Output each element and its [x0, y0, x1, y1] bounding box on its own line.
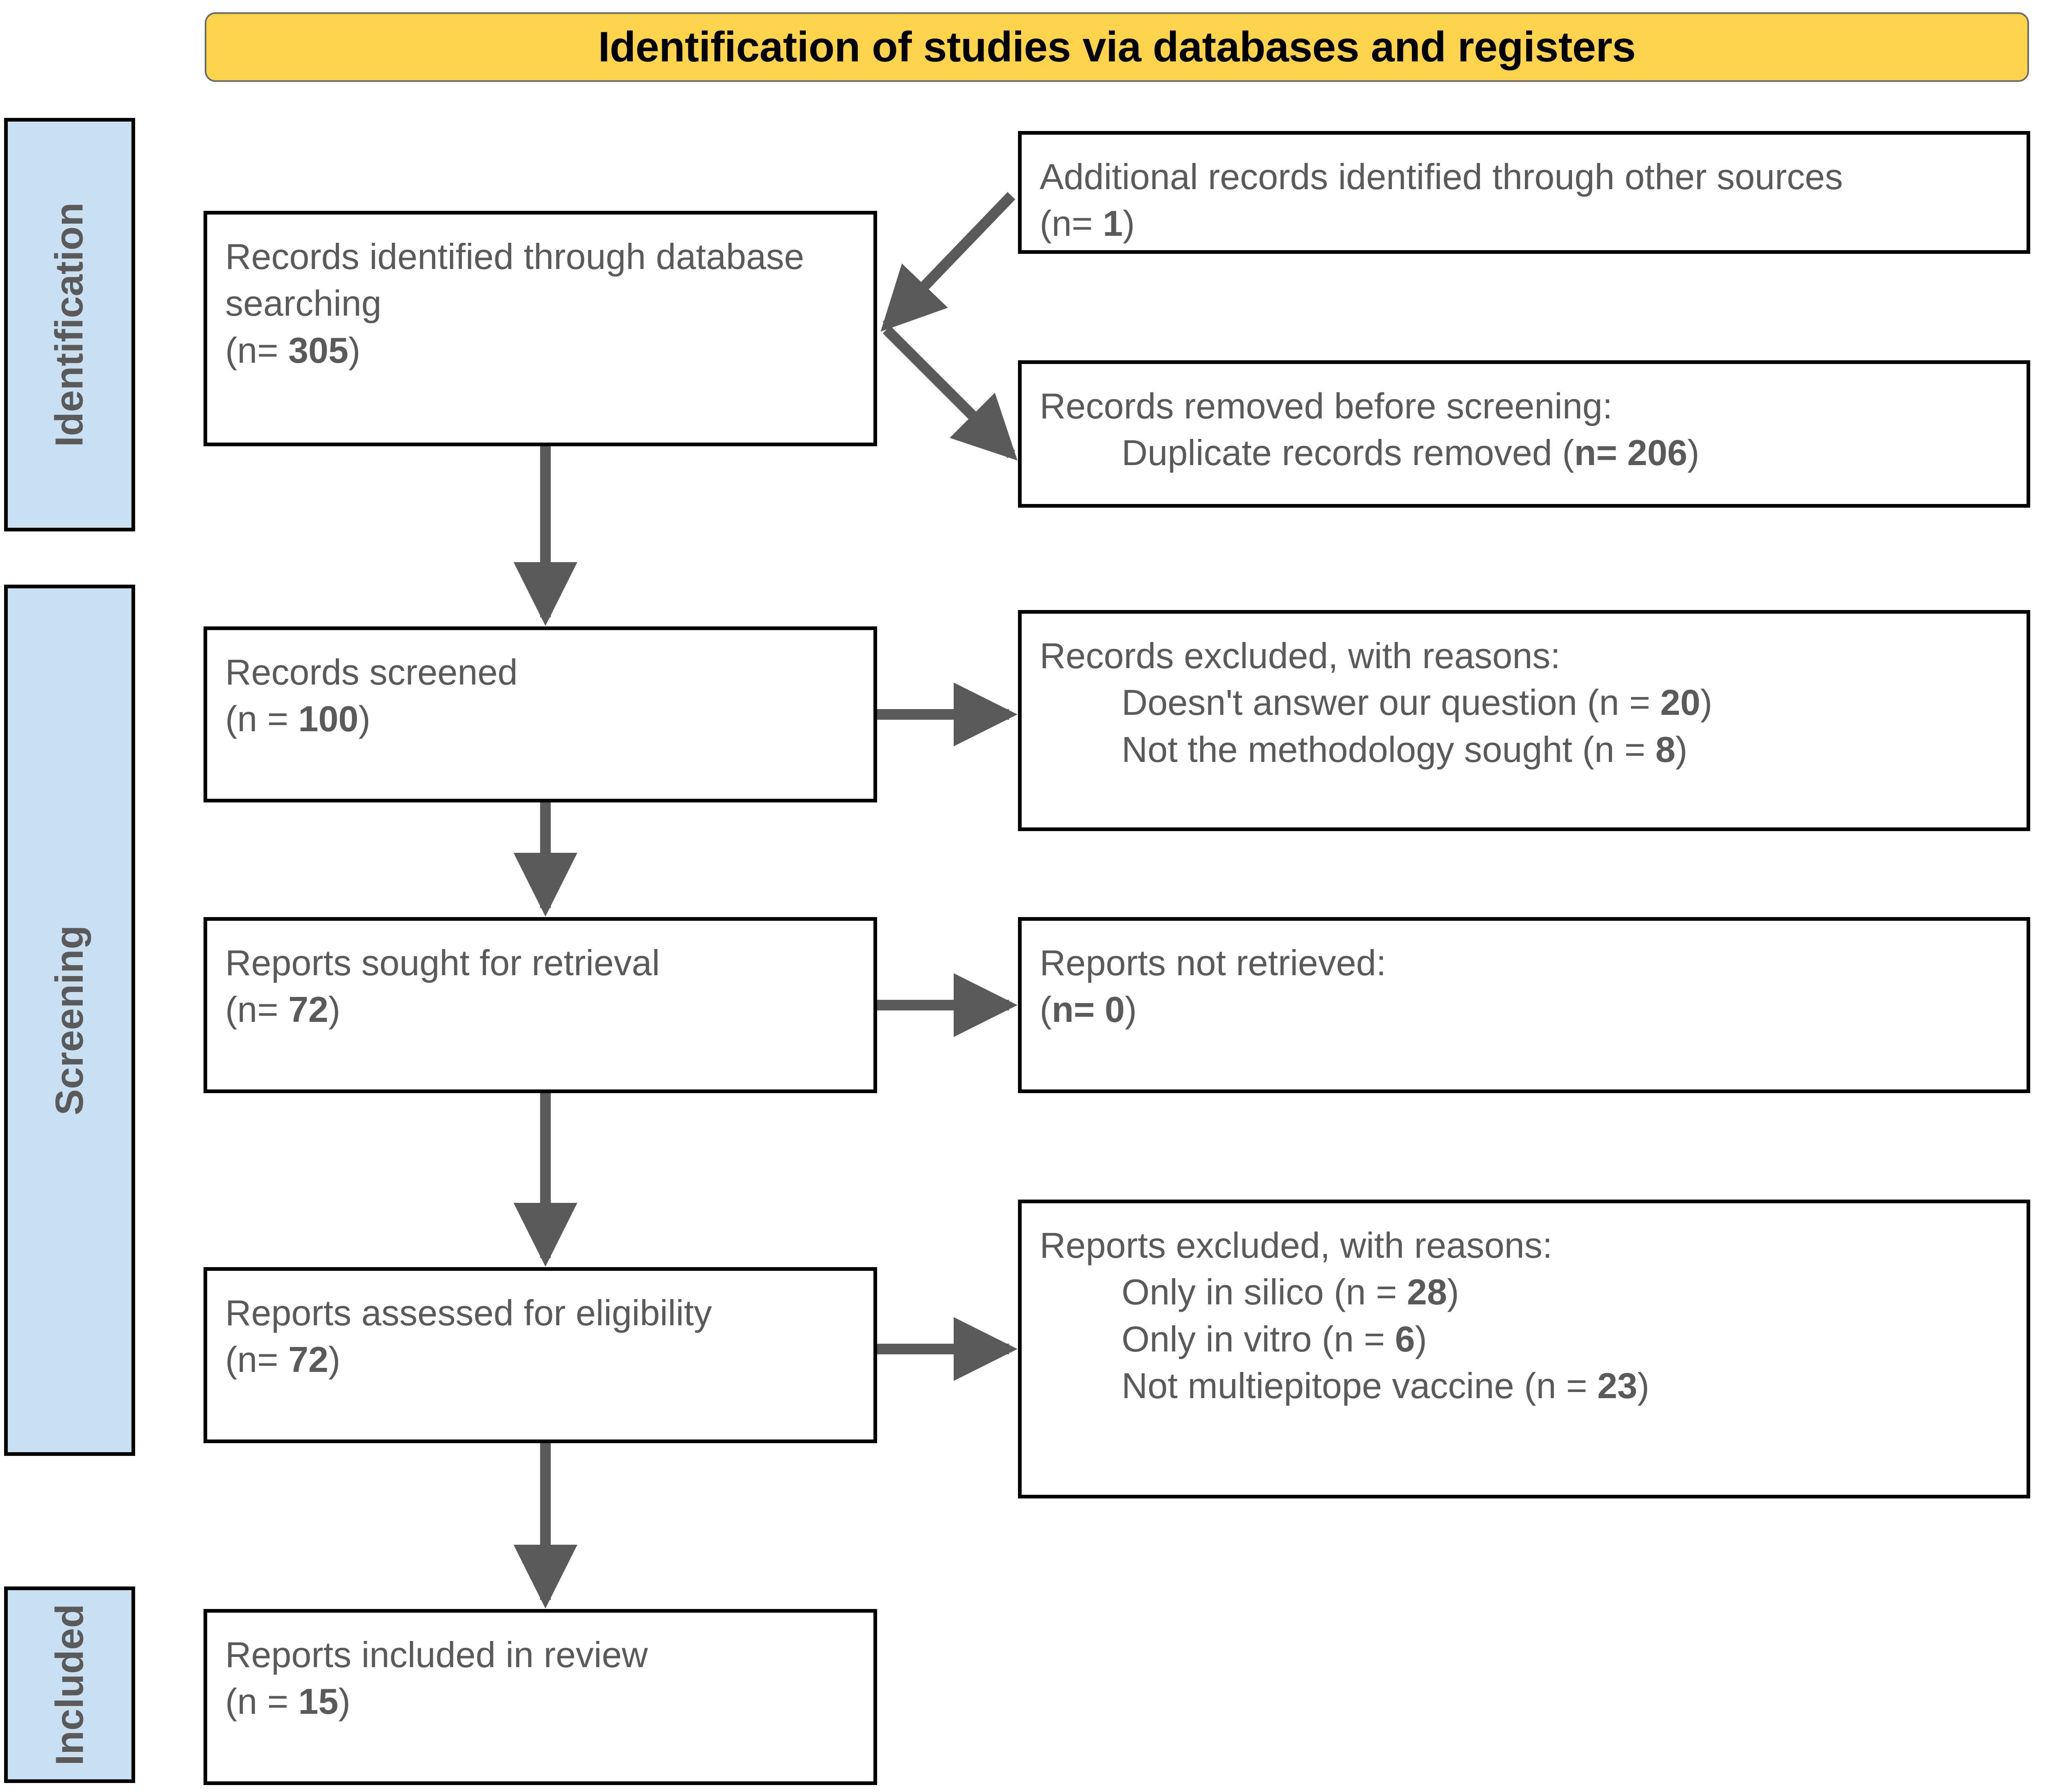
node-reports-sought-line1: Reports sought for retrieval	[225, 942, 660, 983]
node-reports-included: Reports included in review (n = 15)	[204, 1609, 877, 1785]
node-reports-excluded-line1: Reports excluded, with reasons:	[1040, 1225, 1553, 1265]
node-records-identified: Records identified through database sear…	[204, 211, 877, 446]
node-reports-assessed: Reports assessed for eligibility (n= 72)	[204, 1267, 877, 1443]
node-reports-assessed-count: (n= 72)	[225, 1339, 341, 1380]
node-reports-sought-count: (n= 72)	[225, 989, 341, 1030]
node-records-excluded-line1: Records excluded, with reasons:	[1040, 635, 1561, 676]
node-records-screened-count: (n = 100)	[225, 698, 371, 739]
node-reports-included-line1: Reports included in review	[225, 1634, 648, 1675]
node-reports-sought: Reports sought for retrieval (n= 72)	[204, 917, 877, 1093]
phase-label-identification: Identification	[4, 118, 135, 531]
node-reports-not-retrieved-count: (n= 0)	[1040, 989, 1137, 1030]
node-additional-records: Additional records identified through ot…	[1018, 131, 2030, 254]
node-reports-excluded-reason-1: Only in silico (n = 28)	[1122, 1272, 1459, 1313]
diagram-header-banner: Identification of studies via databases …	[205, 12, 2029, 82]
node-records-screened: Records screened (n = 100)	[204, 626, 877, 802]
node-reports-excluded: Reports excluded, with reasons: Only in …	[1018, 1200, 2030, 1498]
node-reports-not-retrieved-line1: Reports not retrieved:	[1040, 942, 1387, 983]
node-reports-excluded-reason-3: Not multiepitope vaccine (n = 23)	[1122, 1365, 1649, 1406]
phase-label-included: Included	[4, 1586, 135, 1783]
node-records-identified-line2: searching	[225, 283, 382, 324]
node-records-excluded-reason-2: Not the methodology sought (n = 8)	[1122, 729, 1687, 770]
node-additional-records-count: (n= 1)	[1040, 203, 1135, 244]
node-records-removed-detail: Duplicate records removed (n= 206)	[1122, 432, 1700, 473]
arrow-identified-to-removed	[882, 325, 1018, 461]
node-reports-assessed-line1: Reports assessed for eligibility	[225, 1293, 712, 1333]
node-reports-included-count: (n = 15)	[225, 1681, 351, 1722]
page-title: Identification of studies via databases …	[598, 23, 1636, 71]
phase-label-included-text: Included	[47, 1604, 91, 1766]
node-records-identified-line1: Records identified through database	[225, 236, 804, 277]
node-records-excluded-reason-1: Doesn't answer our question (n = 20)	[1122, 682, 1712, 723]
arrow-additional-to-identified	[880, 192, 1016, 332]
node-records-screened-line1: Records screened	[225, 652, 518, 692]
node-reports-not-retrieved: Reports not retrieved: (n= 0)	[1018, 917, 2030, 1093]
node-records-removed-line1: Records removed before screening:	[1040, 386, 1613, 426]
node-additional-records-line1: Additional records identified through ot…	[1040, 156, 1843, 197]
phase-label-identification-text: Identification	[47, 202, 92, 447]
node-records-excluded: Records excluded, with reasons: Doesn't …	[1018, 610, 2030, 831]
phase-label-screening-text: Screening	[47, 925, 91, 1116]
node-records-removed: Records removed before screening: Duplic…	[1018, 360, 2030, 508]
node-reports-excluded-reason-2: Only in vitro (n = 6)	[1122, 1318, 1427, 1359]
node-records-identified-count: (n= 305)	[225, 330, 361, 371]
phase-label-screening: Screening	[4, 585, 135, 1456]
